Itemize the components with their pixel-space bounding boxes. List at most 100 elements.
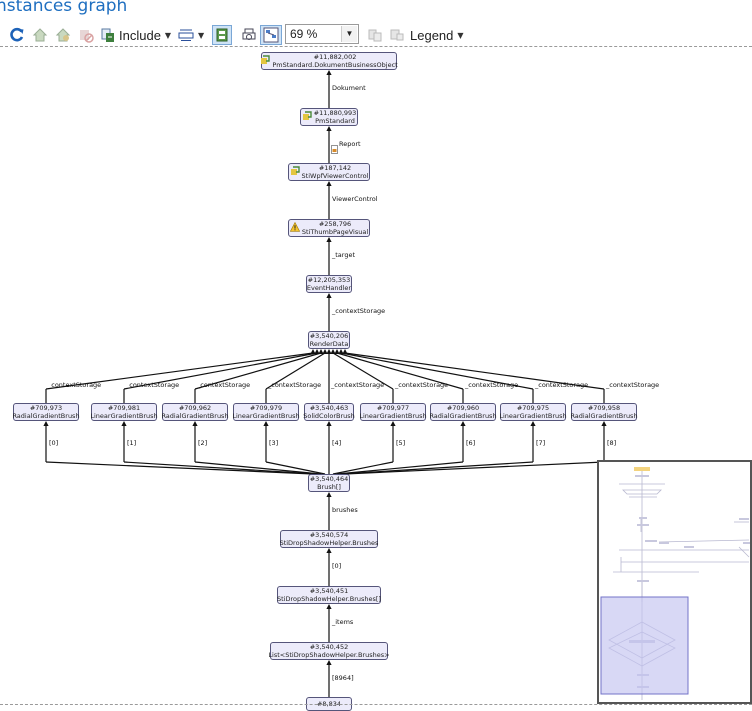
edge-arrowhead	[326, 604, 332, 609]
copy-icon	[367, 27, 383, 43]
edge-arrowhead	[326, 70, 332, 75]
overview-icon	[263, 27, 279, 43]
node-id: #709,962	[178, 404, 212, 412]
edge-label: _target	[332, 251, 356, 259]
edge-label: [5]	[396, 439, 406, 447]
home-button[interactable]	[31, 25, 49, 45]
node-type: SolidColorBrush	[303, 412, 355, 420]
exclude-button[interactable]	[77, 25, 95, 45]
node-id: #3,540,451	[309, 587, 349, 595]
edge-arrowhead	[322, 349, 328, 354]
toolbar: Include ▼ ▼ Legend ▼	[0, 22, 752, 47]
zoom-value: 69 %	[290, 27, 318, 41]
graph-edges	[43, 70, 607, 697]
edge-line	[344, 461, 605, 475]
edge-arrowhead	[263, 421, 269, 426]
graph-overview-minimap[interactable]	[597, 460, 752, 704]
node-type: EventHandler	[306, 284, 352, 292]
edge-label: ViewerControl	[332, 195, 378, 203]
include-icon	[100, 27, 116, 43]
node-type: LinearGradientBrush	[232, 412, 300, 420]
edge-arrowhead	[530, 421, 536, 426]
edge-label: Report	[339, 139, 361, 148]
edge-label: [3]	[269, 439, 279, 447]
edge-arrowhead	[326, 548, 332, 553]
object-icon	[260, 55, 271, 67]
fit-view-toggle[interactable]	[212, 25, 232, 45]
edge-label: _contextStorage	[331, 381, 385, 389]
chevron-down-icon[interactable]: ▼	[341, 26, 357, 42]
zoom-select[interactable]: 69 % ▼	[285, 24, 359, 44]
edge-line	[194, 352, 322, 390]
edge-label: _contextStorage	[395, 381, 449, 389]
copy-button[interactable]	[366, 25, 384, 45]
node-id: #709,960	[446, 404, 480, 412]
edge-arrowhead	[326, 293, 332, 298]
toolbar-divider	[0, 46, 752, 47]
edge-line	[340, 352, 534, 390]
edge-line	[332, 352, 394, 390]
edge-arrowhead	[326, 126, 332, 131]
chevron-down-icon: ▼	[164, 30, 172, 40]
edge-label: [8]	[607, 439, 617, 447]
include-dropdown[interactable]: Include ▼	[100, 25, 175, 45]
chevron-down-icon: ▼	[198, 30, 205, 40]
node-type: StiDropShadowHelper.Brushes	[279, 539, 379, 547]
edge-label: [0]	[49, 439, 59, 447]
edge-label: _contextStorage	[197, 381, 251, 389]
edge-line	[194, 461, 322, 475]
root-button[interactable]	[54, 25, 72, 45]
export-button[interactable]	[388, 25, 406, 45]
node-id: #3,540,463	[309, 404, 349, 412]
node-type: PmStandard.DokumentBusinessObject	[272, 61, 398, 69]
layout-dropdown[interactable]: ▼	[178, 25, 210, 45]
print-button[interactable]	[239, 25, 259, 45]
node-type: StiWpfViewerControl	[301, 172, 369, 180]
edge-arrowhead	[390, 421, 396, 426]
node-id: #709,973	[29, 404, 63, 412]
refresh-button[interactable]	[8, 25, 26, 45]
overview-toggle[interactable]	[260, 25, 282, 45]
edge-arrowhead	[43, 421, 49, 426]
layout-icon	[178, 27, 194, 43]
edge-label: _contextStorage	[606, 381, 660, 389]
edge-label: Dokument	[332, 84, 366, 92]
legend-dropdown[interactable]: Legend ▼	[410, 25, 470, 45]
edge-label: _contextStorage	[465, 381, 519, 389]
edge-line	[45, 461, 314, 475]
edge-arrowhead	[342, 349, 348, 354]
edge-arrowhead	[338, 349, 344, 354]
node-id: #3,540,206	[309, 332, 349, 340]
minimap-viewport[interactable]	[600, 596, 689, 695]
node-id: #11,882,002	[313, 53, 357, 61]
edge-arrowhead	[318, 349, 324, 354]
edge-line	[336, 352, 464, 390]
